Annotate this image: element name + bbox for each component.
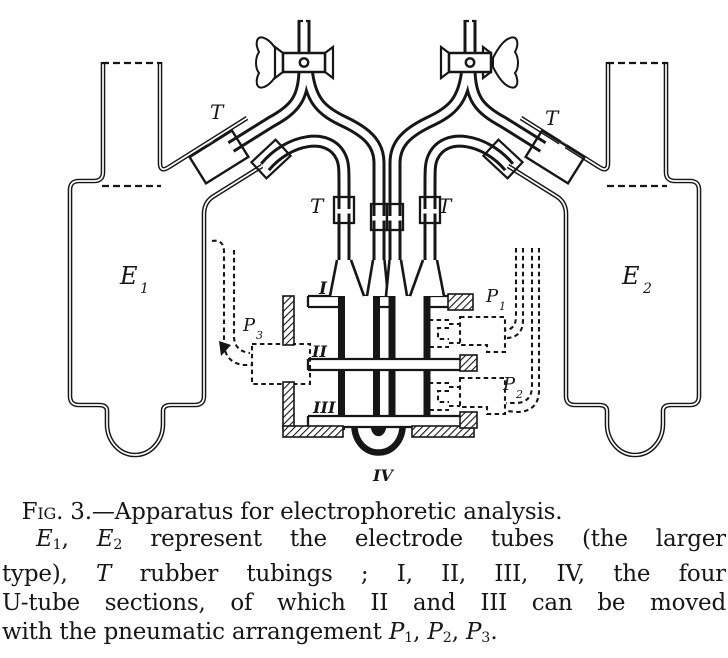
p3-box [250, 342, 312, 386]
rubber-sleeves [187, 128, 587, 232]
label-section-4: IV [372, 466, 394, 485]
glass-tube-network [227, 20, 547, 266]
label-t-left: T [210, 100, 225, 124]
label-e1-sub: 1 [140, 281, 149, 297]
label-p3-sub: 3 [256, 329, 263, 342]
pusher-bracket-2 [427, 381, 460, 412]
label-e1: E [119, 262, 138, 290]
electrode-vessel-e1 [67, 61, 264, 458]
label-p2-sub: 2 [515, 388, 523, 401]
label-e2-sub: 2 [642, 281, 652, 297]
apparatus-figure: E 1 E 2 T T T T I II III IV P 3 P 1 P 2 [67, 19, 702, 485]
right-stopcock [439, 19, 519, 89]
caption-line: U-tube sections, of which II and III can… [2, 590, 726, 617]
label-section-2: II [311, 342, 327, 361]
flow-arrow [219, 341, 231, 356]
electrode-vessel-e2 [506, 61, 702, 458]
pneumatic-system [211, 239, 541, 416]
label-p1: P [485, 286, 499, 307]
p2-box [458, 376, 507, 416]
u-tube-assembly [306, 259, 468, 456]
label-t-center-left: T [310, 194, 325, 218]
label-p1-sub: 1 [499, 300, 506, 313]
tube-bells [328, 259, 446, 297]
figure-caption: Fig. 3.—Apparatus for electrophoretic an… [0, 499, 728, 653]
figure-labels: E 1 E 2 T T T T I II III IV P 3 P 1 P 2 [119, 100, 652, 485]
label-p3: P [242, 315, 256, 336]
stopcock-handle [492, 36, 519, 89]
pusher-bracket-1 [427, 318, 460, 349]
caption-body: E1, E2 represent the electrode tubes (th… [2, 525, 726, 653]
caption-title: Fig. 3.—Apparatus for electrophoretic an… [2, 499, 582, 525]
label-e2: E [621, 262, 640, 290]
label-t-center-right: T [438, 194, 453, 218]
stopcock-bore [464, 57, 476, 68]
fig-title-text: —Apparatus for electrophoretic analysis. [91, 499, 563, 525]
left-stopcock [255, 19, 335, 89]
fig-number: Fig. 3. [21, 499, 92, 525]
label-section-1: I [318, 279, 328, 299]
label-t-right: T [545, 106, 560, 130]
caption-line: type), T rubber tubings ; I, II, III, IV… [2, 561, 726, 588]
label-section-3: III [312, 398, 336, 417]
stopcock-bore [298, 57, 310, 68]
pneumatic-tube-left [211, 239, 252, 367]
caption-line: E1, E2 represent the electrode tubes (th… [36, 526, 726, 554]
p1-box [458, 315, 507, 354]
label-p2: P [502, 374, 516, 395]
pneumatic-tube-right [505, 248, 518, 332]
caption-line: with the pneumatic arrangement P1, P2, P… [2, 619, 498, 647]
clamp-frame [282, 293, 478, 438]
